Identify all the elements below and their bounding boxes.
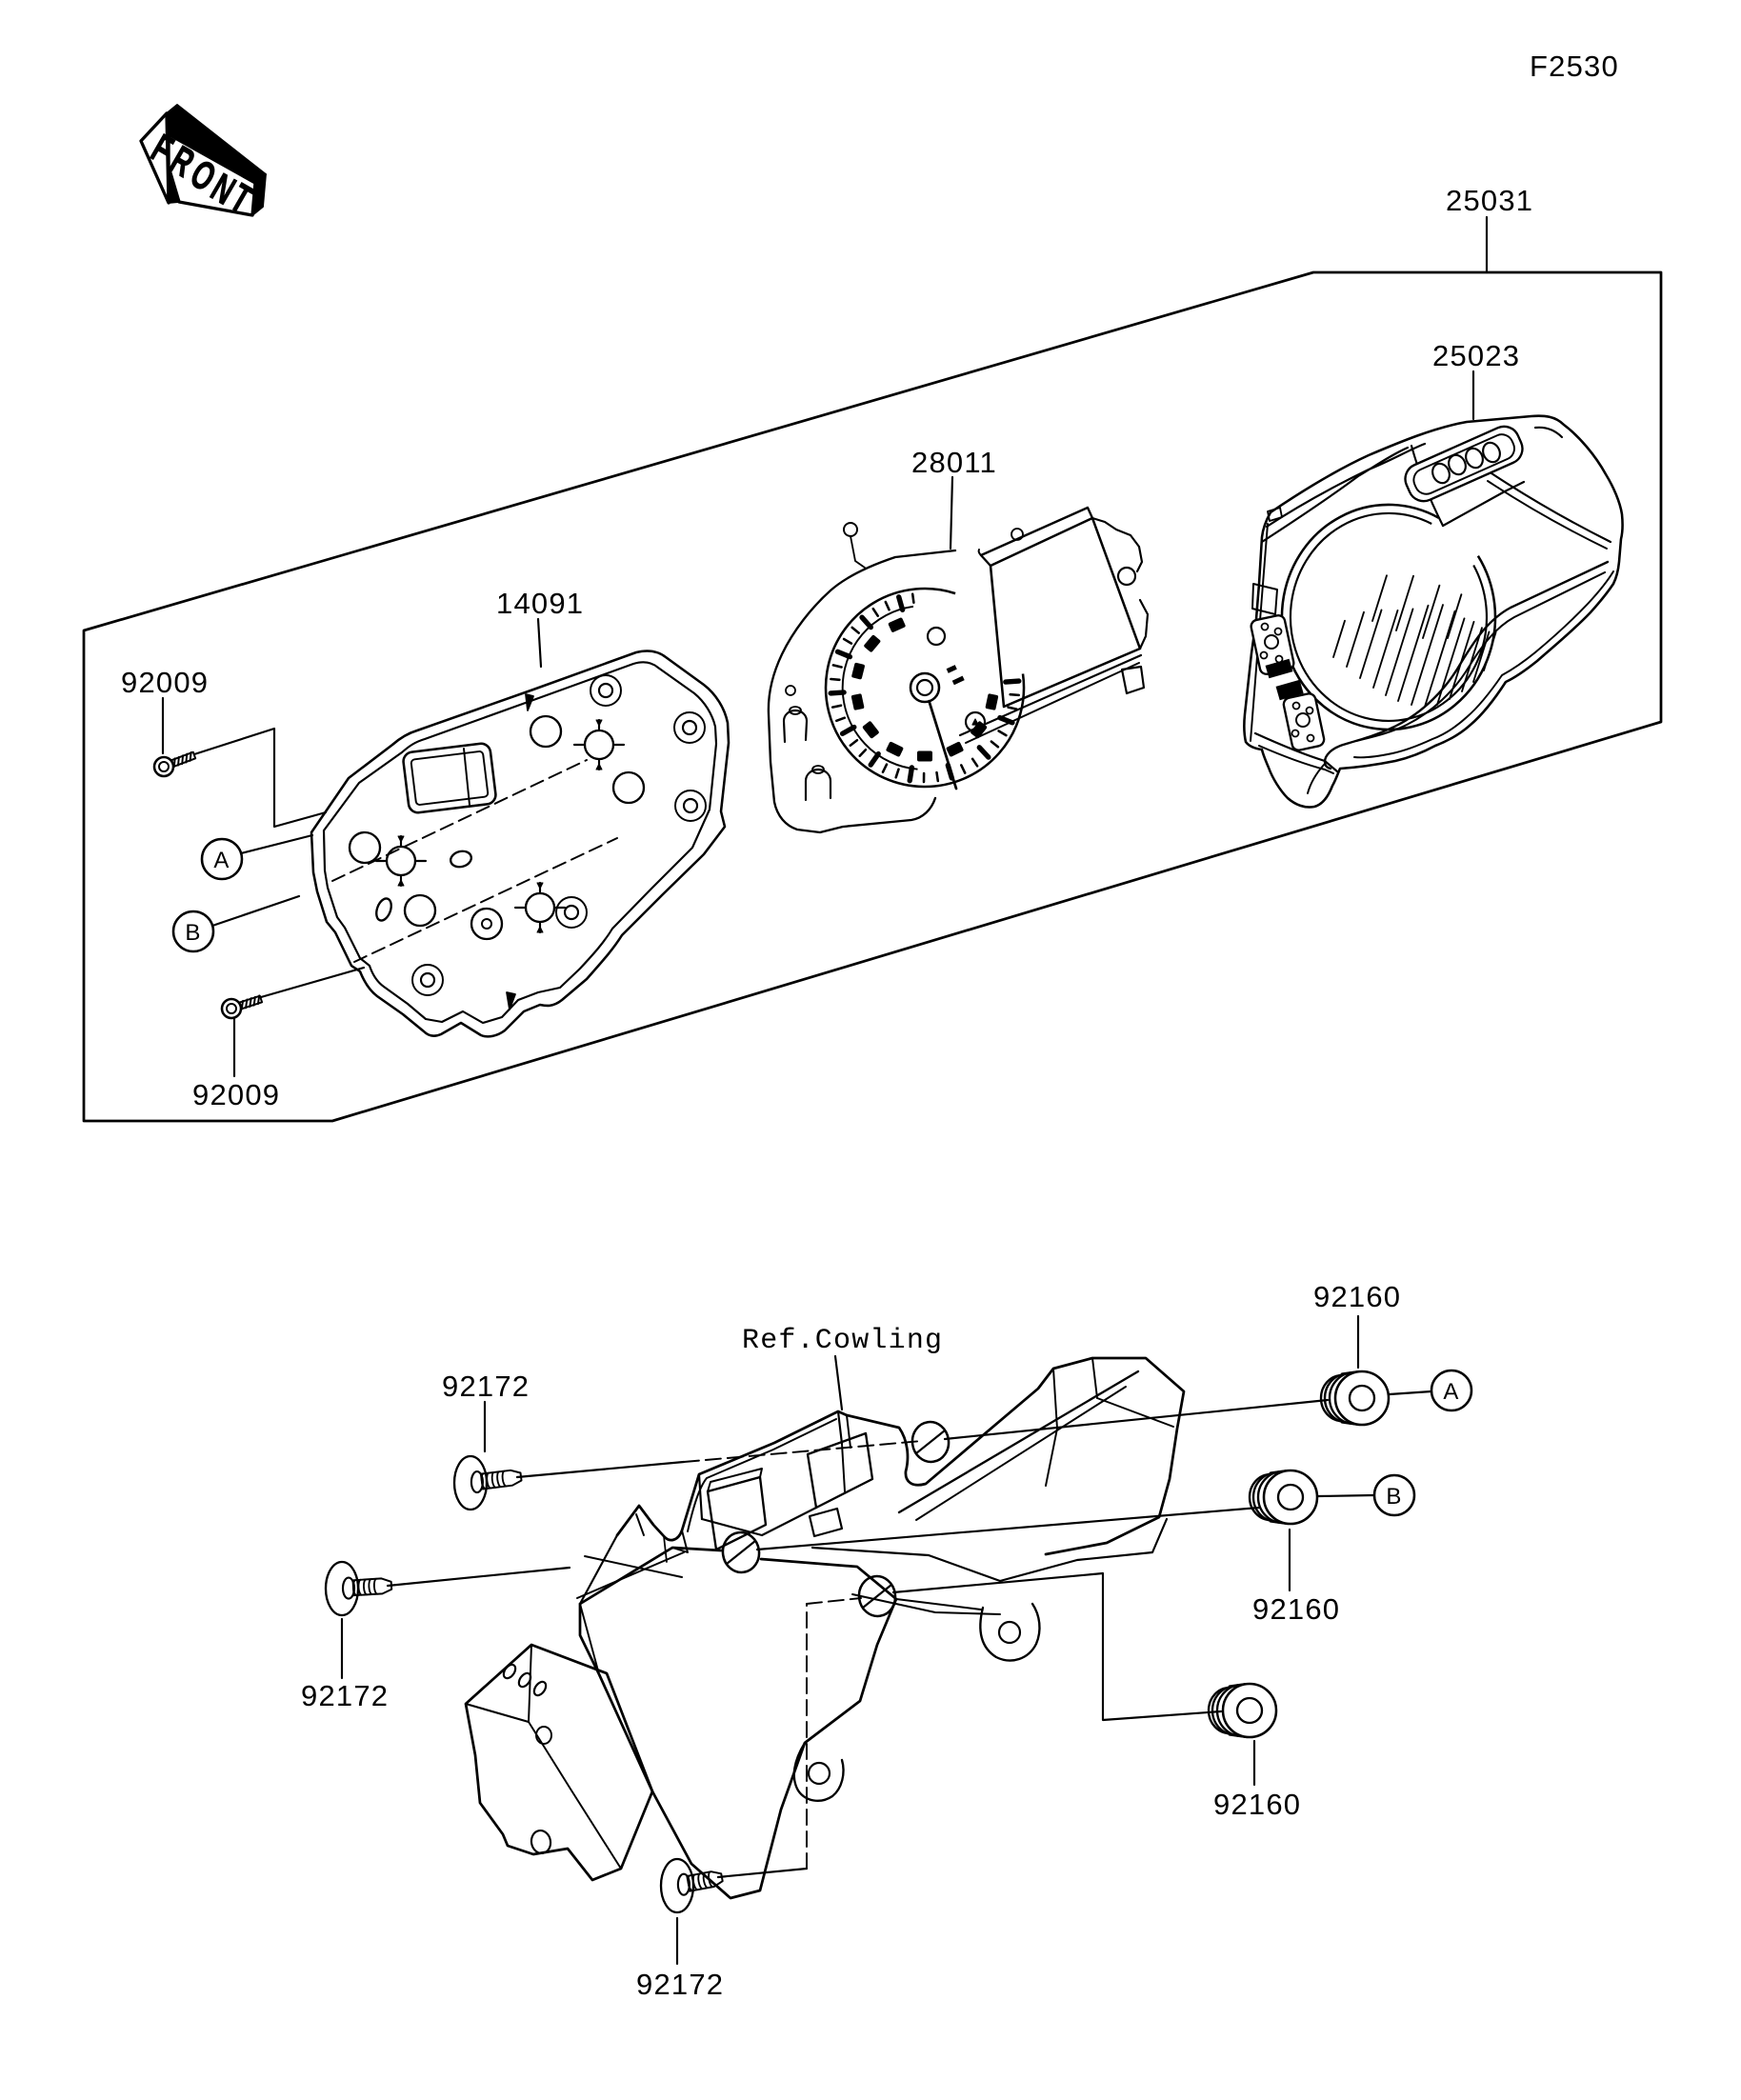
svg-text:A: A	[213, 848, 230, 873]
svg-text:B: B	[1386, 1484, 1402, 1510]
svg-text:A: A	[1443, 1379, 1459, 1405]
svg-text:92172: 92172	[301, 1679, 389, 1712]
svg-text:B: B	[185, 920, 201, 946]
svg-text:F2530: F2530	[1530, 50, 1619, 83]
svg-text:Ref.Cowling: Ref.Cowling	[742, 1325, 943, 1357]
svg-text:92009: 92009	[121, 666, 209, 699]
svg-text:28011: 28011	[911, 446, 997, 479]
svg-text:14091: 14091	[496, 587, 584, 620]
svg-text:25031: 25031	[1446, 184, 1533, 217]
svg-text:92160: 92160	[1213, 1788, 1301, 1821]
svg-text:25023: 25023	[1432, 339, 1520, 372]
svg-text:92160: 92160	[1313, 1280, 1401, 1313]
svg-text:92160: 92160	[1252, 1592, 1340, 1626]
svg-text:92009: 92009	[192, 1078, 280, 1111]
svg-text:92172: 92172	[442, 1370, 530, 1403]
svg-text:92172: 92172	[636, 1968, 724, 2001]
